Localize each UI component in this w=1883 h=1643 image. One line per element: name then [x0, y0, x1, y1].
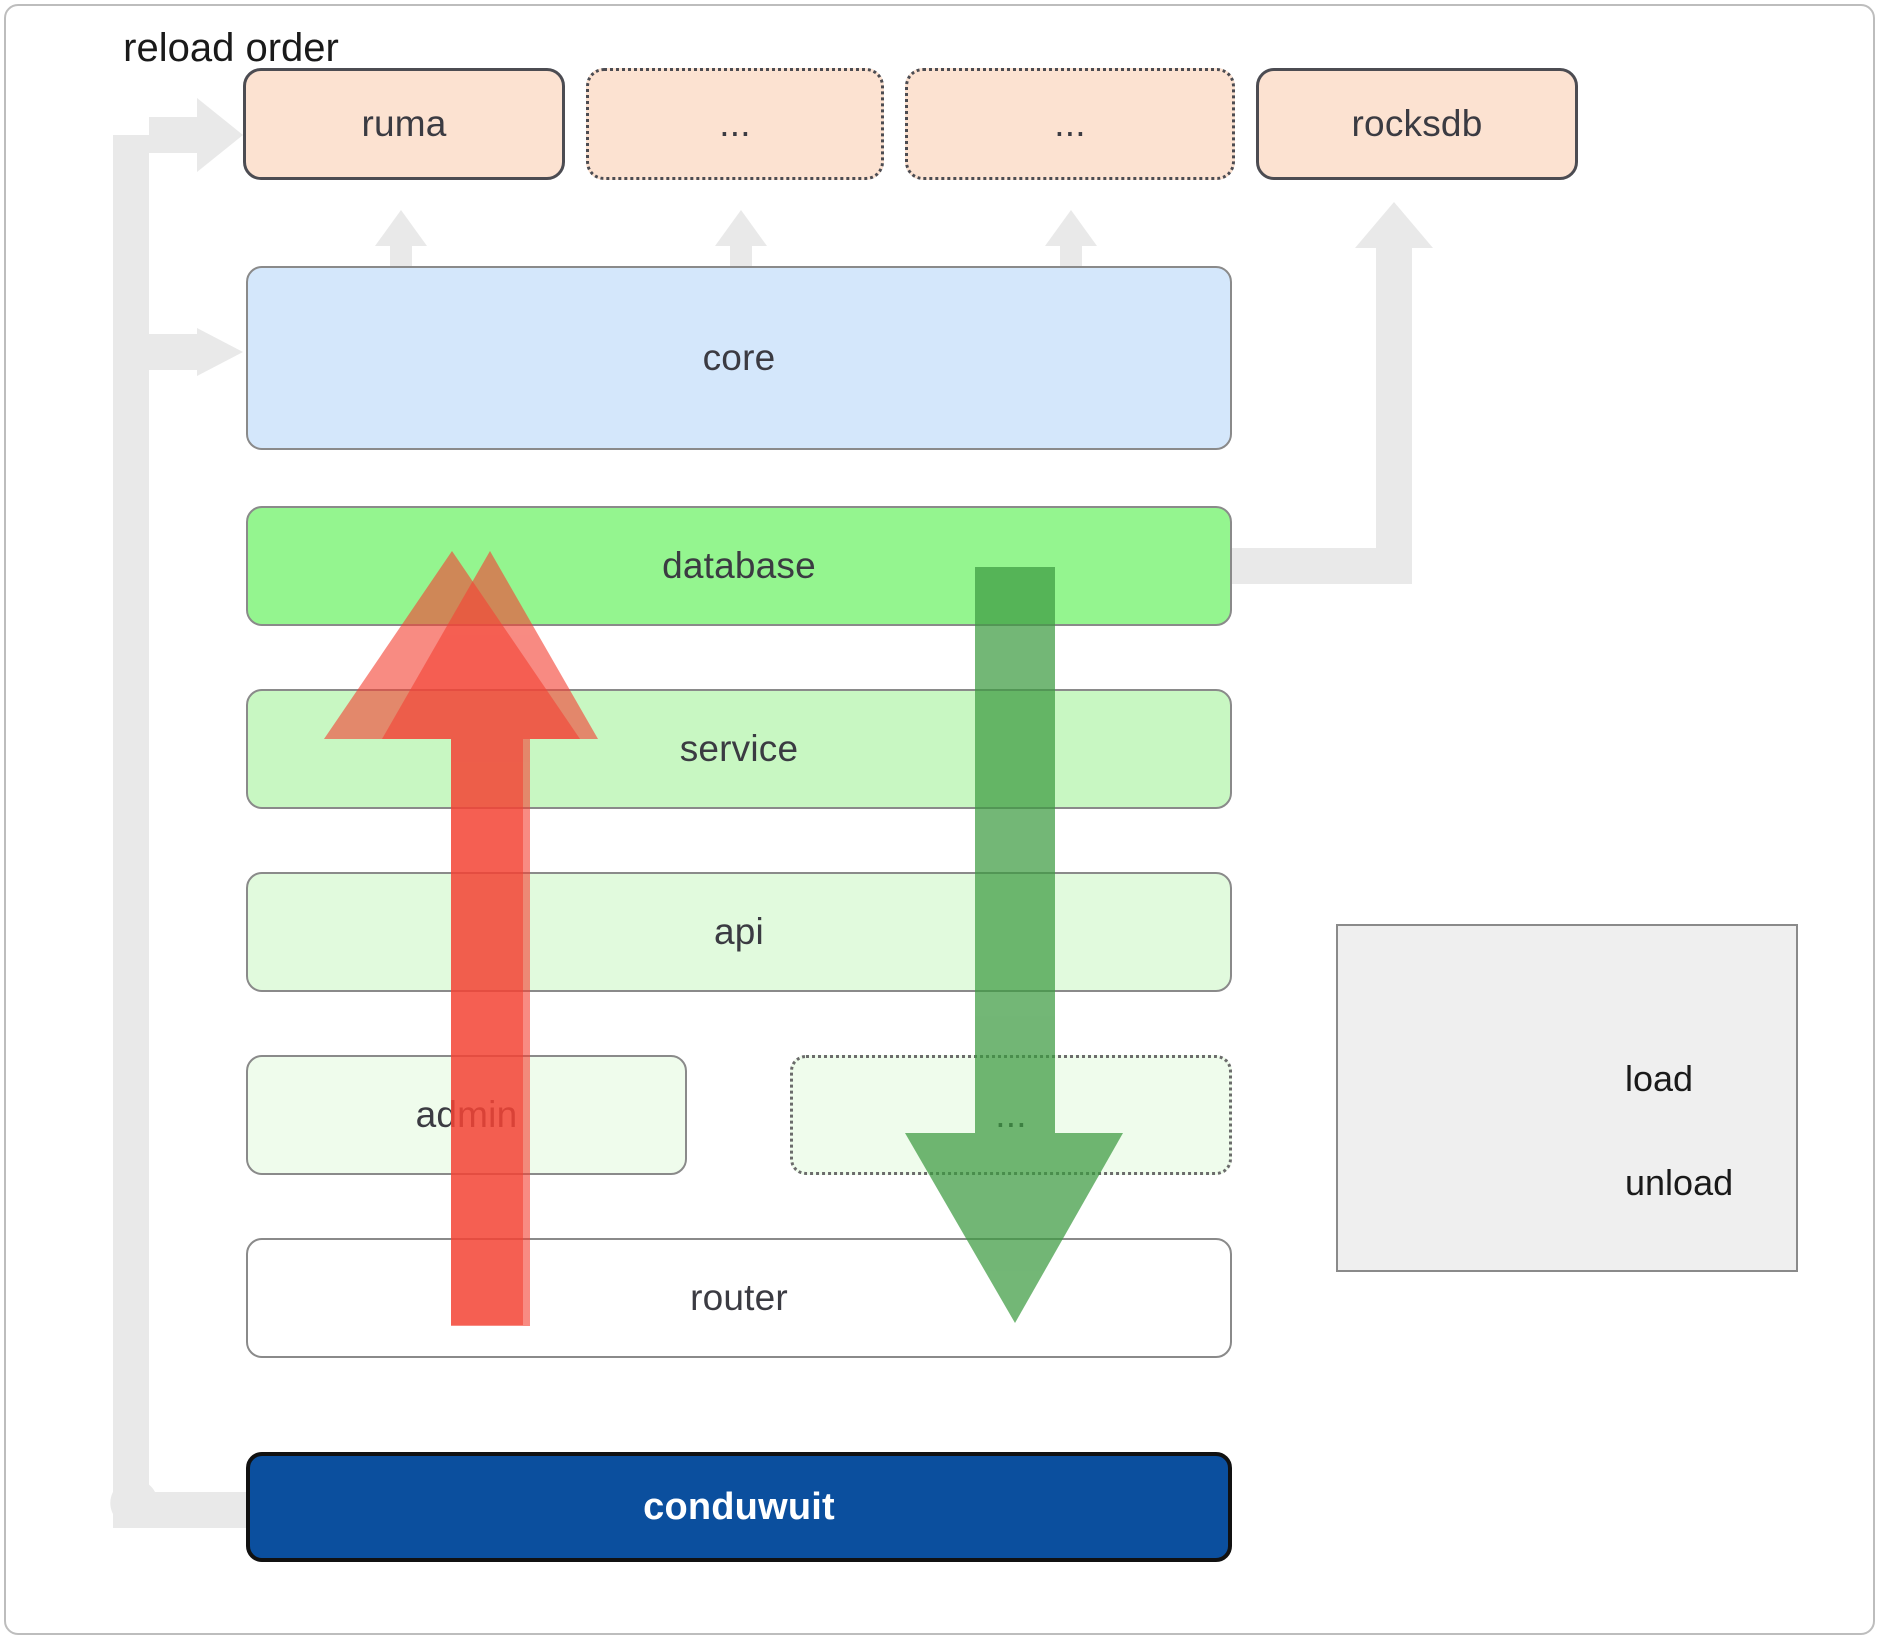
legend-label-load: load	[1625, 1058, 1694, 1099]
node-label: admin	[415, 1094, 518, 1135]
node-ruma[interactable]: ruma	[243, 68, 565, 180]
node-label: router	[690, 1277, 788, 1318]
node-rocksdb[interactable]: rocksdb	[1256, 68, 1578, 180]
node-label: ...	[719, 103, 751, 144]
node-service[interactable]: service	[246, 689, 1232, 809]
node-database[interactable]: database	[246, 506, 1232, 626]
node-dots-2[interactable]: ...	[905, 68, 1235, 180]
node-admin[interactable]: admin	[246, 1055, 687, 1175]
node-label: conduwuit	[643, 1485, 835, 1528]
legend-title: reload order	[123, 26, 339, 70]
node-label: core	[702, 337, 776, 378]
node-label: ...	[995, 1094, 1027, 1135]
node-router[interactable]: router	[246, 1238, 1232, 1358]
node-label: api	[714, 911, 764, 952]
legend-panel	[1336, 924, 1798, 1272]
node-label: rocksdb	[1351, 103, 1483, 144]
node-label: ruma	[361, 103, 447, 144]
legend-label-unload: unload	[1625, 1162, 1734, 1203]
node-api[interactable]: api	[246, 872, 1232, 992]
node-conduwuit[interactable]: conduwuit	[246, 1452, 1232, 1562]
node-dots-1[interactable]: ...	[586, 68, 884, 180]
node-label: service	[679, 728, 799, 769]
node-label: ...	[1054, 103, 1086, 144]
node-core[interactable]: core	[246, 266, 1232, 450]
diagram-frame	[4, 4, 1875, 1635]
node-dots-3[interactable]: ...	[790, 1055, 1232, 1175]
node-label: database	[662, 545, 816, 586]
